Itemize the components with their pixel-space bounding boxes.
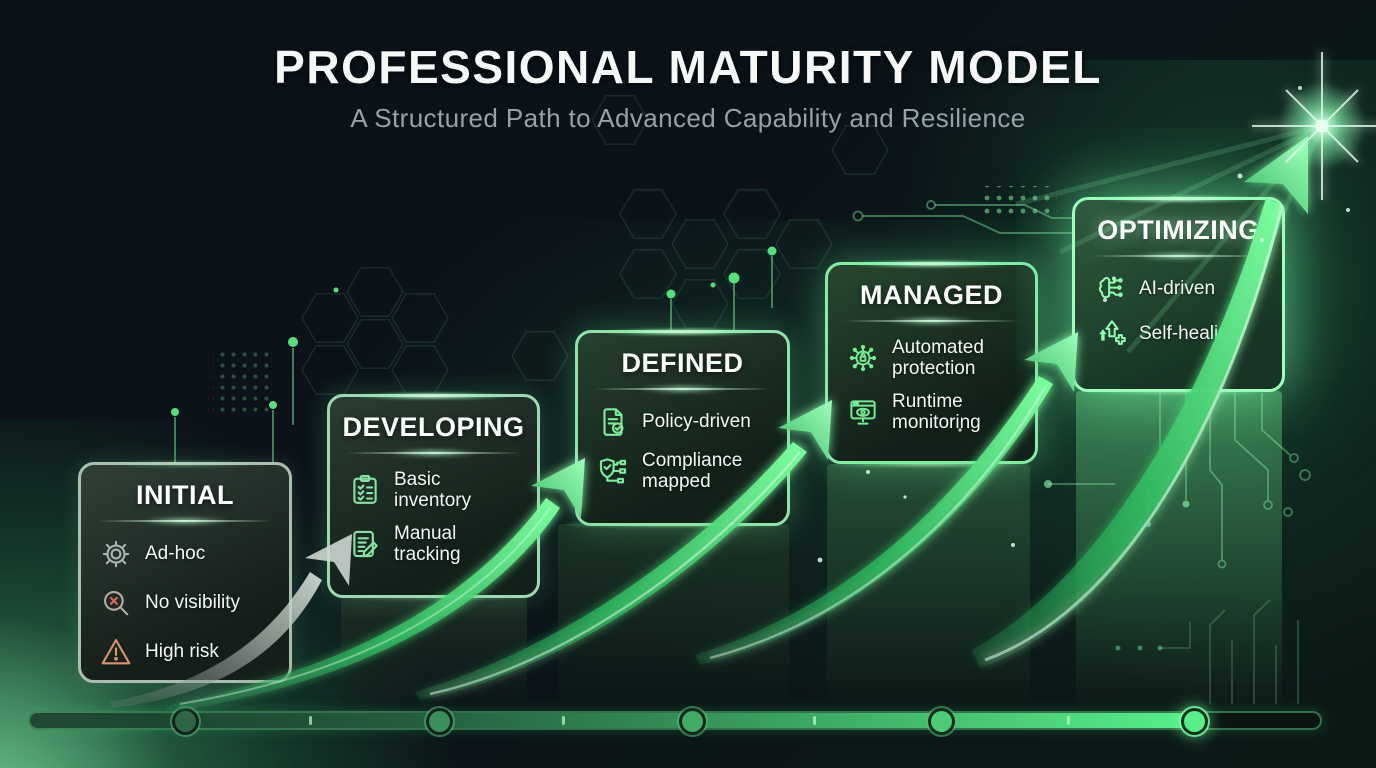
stage-item-label: Manual tracking	[394, 522, 461, 565]
pillar-optimizing	[1076, 391, 1282, 709]
timeline-node-defined	[679, 708, 706, 735]
document-edit-icon	[348, 527, 382, 561]
stage-item: High risk	[99, 635, 279, 669]
stage-item: AI-driven	[1093, 272, 1272, 306]
timeline-tick	[1067, 716, 1070, 725]
stage-item: No visibility	[99, 586, 279, 620]
stage-item-label: High risk	[145, 641, 219, 663]
stage-item-label: No visibility	[145, 592, 241, 614]
stage-item: Self-healing	[1093, 317, 1272, 351]
stage-item-label: Automated protection	[892, 337, 984, 380]
timeline-node-developing	[426, 708, 453, 735]
stage-item-label: AI-driven	[1139, 278, 1216, 300]
stage-card-defined: DEFINED Policy-driven	[575, 330, 790, 526]
growth-arrows-plus-icon	[1093, 317, 1127, 351]
stage-title: MANAGED	[860, 280, 1003, 310]
divider	[346, 452, 521, 454]
page-subtitle: A Structured Path to Advanced Capability…	[350, 103, 1026, 133]
timeline-node-initial	[172, 708, 199, 735]
shield-compliance-map-icon	[596, 454, 630, 488]
pillar-managed	[827, 464, 1030, 710]
stage-item: Compliance mapped	[596, 450, 777, 493]
clipboard-checklist-icon	[348, 473, 382, 507]
divider	[594, 388, 771, 390]
lock-network-icon	[846, 341, 880, 375]
pillar-defined	[558, 524, 789, 710]
stage-card-managed: MANAGED Automated protection	[825, 262, 1038, 464]
timeline-tick	[309, 716, 312, 725]
stage-item-label: Policy-driven	[642, 411, 751, 433]
gear-icon	[99, 537, 133, 571]
stage-card-optimizing: OPTIMIZING AI-driven	[1072, 197, 1285, 392]
stage-item-label: Ad-hoc	[145, 543, 206, 565]
stage-item: Automated protection	[846, 337, 1025, 380]
stage-item-label: Basic inventory	[394, 469, 472, 512]
stage-item-label: Self-healing	[1139, 323, 1240, 345]
timeline-node-managed	[928, 708, 955, 735]
stage-item-label: Compliance mapped	[642, 450, 743, 493]
warning-triangle-icon	[99, 635, 133, 669]
stage-card-developing: DEVELOPING Basic inventory	[327, 394, 540, 598]
page-title: PROFESSIONAL MATURITY MODEL	[274, 41, 1102, 93]
header: PROFESSIONAL MATURITY MODEL A Structured…	[0, 40, 1376, 134]
monitor-eye-icon	[846, 395, 880, 429]
stage-item-label: Runtime monitoring	[892, 390, 981, 433]
search-x-icon	[99, 586, 133, 620]
progress-timeline	[28, 708, 1322, 735]
timeline-node-optimizing	[1181, 708, 1208, 735]
stage-title: OPTIMIZING	[1097, 215, 1260, 245]
stage-item: Basic inventory	[348, 469, 527, 512]
divider	[1091, 255, 1266, 257]
policy-document-check-icon	[596, 405, 630, 439]
stage-item: Runtime monitoring	[846, 391, 1025, 434]
stage-title: INITIAL	[136, 480, 234, 510]
stage-title: DEVELOPING	[342, 412, 525, 442]
pillar-developing	[341, 597, 527, 709]
brain-circuit-icon	[1093, 272, 1127, 306]
divider	[97, 520, 273, 522]
timeline-tick	[813, 716, 816, 725]
timeline-tick	[562, 716, 565, 725]
stage-item: Policy-driven	[596, 405, 777, 439]
divider	[844, 320, 1019, 322]
dot-grid-left	[213, 347, 270, 415]
stage-item: Manual tracking	[348, 523, 527, 566]
timeline-fill	[30, 713, 1191, 728]
stage-title: DEFINED	[621, 348, 744, 378]
stage-item: Ad-hoc	[99, 537, 279, 571]
stage-card-initial: INITIAL Ad-hoc No vis	[78, 462, 292, 683]
